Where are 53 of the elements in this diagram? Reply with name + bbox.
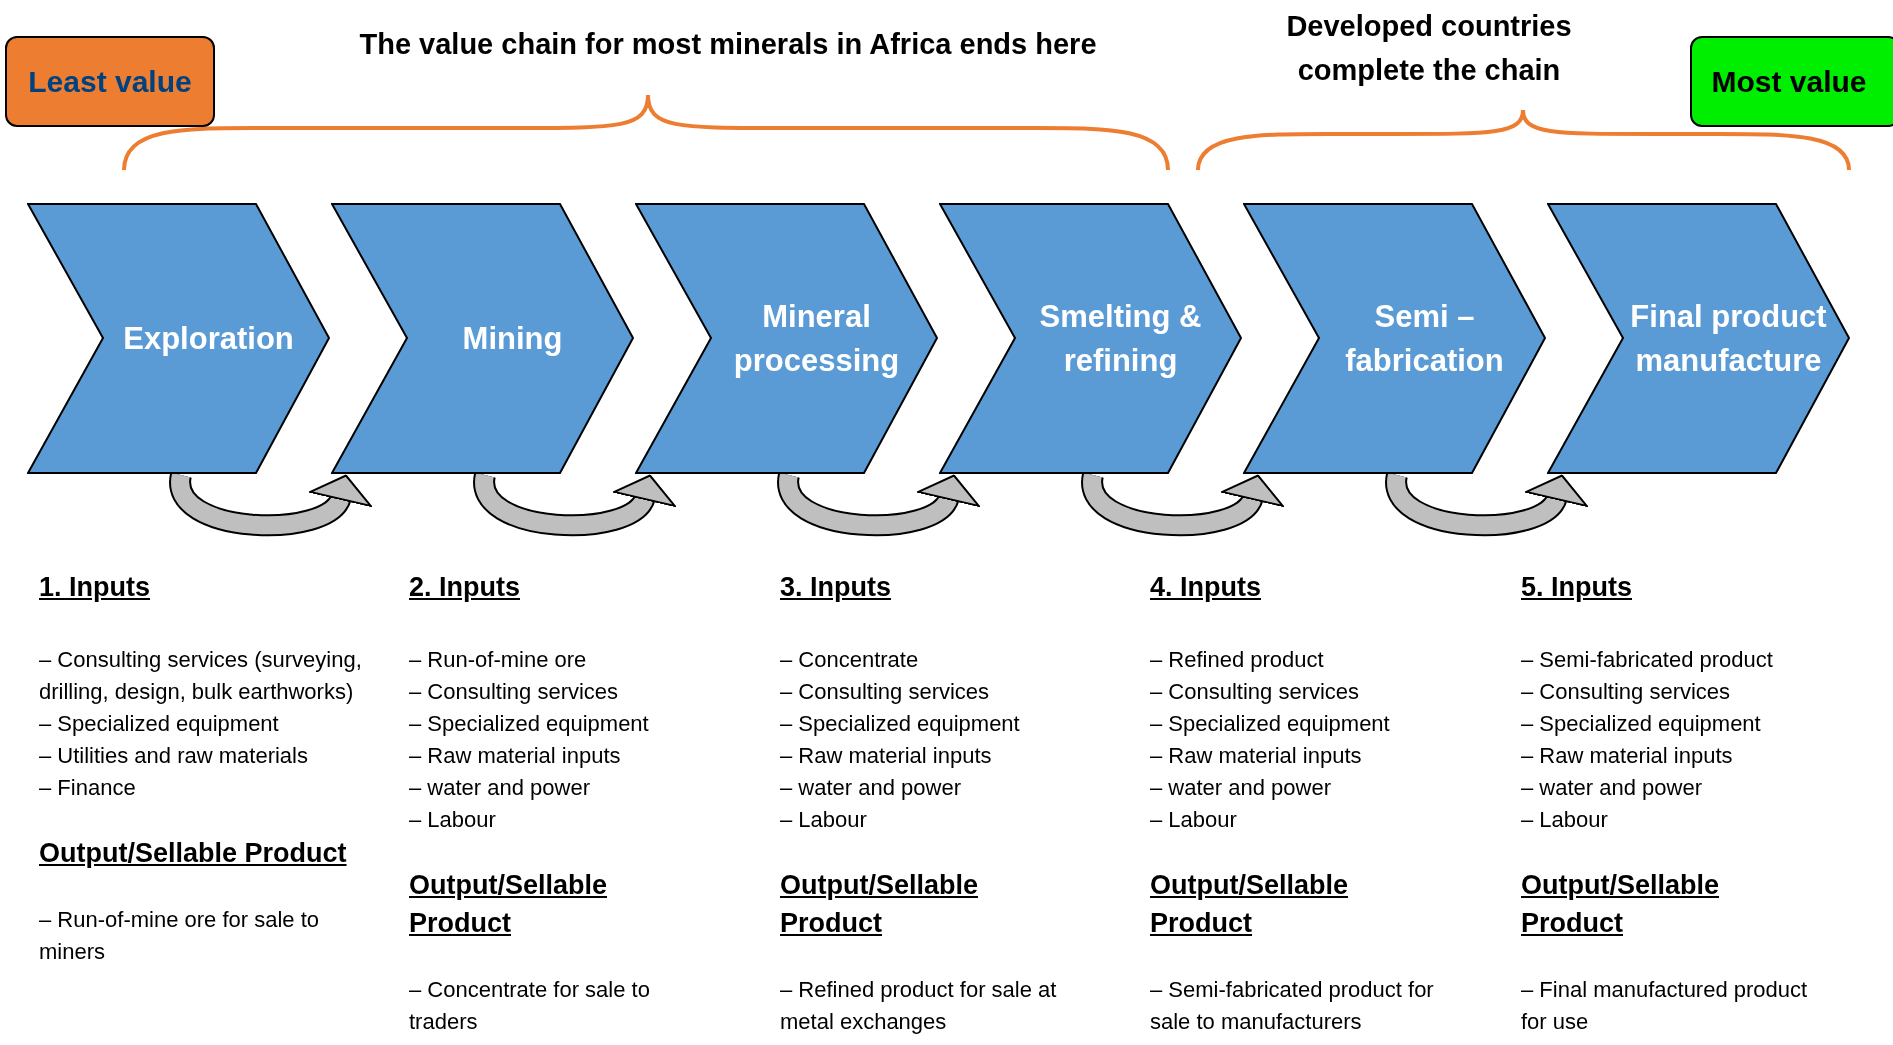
list-item: – water and power <box>409 774 590 802</box>
output-text: – Run-of-mine ore for sale to miners <box>39 906 321 966</box>
chevron-step: Semi – fabrication <box>1243 203 1546 474</box>
list-item: – Labour <box>409 806 496 834</box>
section-heading: 3. Inputs <box>780 571 891 604</box>
list-item: – Raw material inputs <box>780 742 992 770</box>
section-heading: Output/Sellable Product <box>39 837 347 870</box>
list-item: – Consulting services <box>409 678 619 706</box>
list-item: – Raw material inputs <box>1521 742 1733 770</box>
title: The value chain for most minerals in Africa ends here <box>358 27 1098 62</box>
section-heading: Output/Sellable Product <box>1150 869 1350 940</box>
chevron-step: Mining <box>331 203 634 474</box>
section-heading: Output/Sellable Product <box>780 869 980 940</box>
chevron-step: Mineral processing <box>635 203 938 474</box>
list-item: – Refined product <box>1150 646 1324 674</box>
list-item: – Finance <box>39 774 136 802</box>
list-item: – water and power <box>1521 774 1702 802</box>
list-item: – Semi-fabricated product <box>1521 646 1773 674</box>
list-item: – Consulting services <box>780 678 990 706</box>
list-item: – Utilities and raw materials <box>39 742 308 770</box>
section-heading: Output/Sellable Product <box>1521 869 1721 940</box>
chevron-step: Smelting & refining <box>939 203 1242 474</box>
list-item: – Concentrate <box>780 646 919 674</box>
value-box: Most value <box>1690 36 1893 127</box>
list-item: – Specialized equipment <box>1150 710 1390 738</box>
output-text: – Refined product for sale at metal exchanges <box>780 976 1058 1036</box>
list-item: – Specialized equipment <box>780 710 1020 738</box>
output-text: – Final manufactured product for use <box>1521 976 1809 1036</box>
list-item: – water and power <box>780 774 961 802</box>
title: Developed countries complete the chain <box>1285 9 1573 88</box>
chevron-step: Final product manufacture <box>1547 203 1850 474</box>
output-text: – Semi-fabricated product for sale to manufacturers <box>1150 976 1435 1036</box>
list-item: – Raw material inputs <box>409 742 621 770</box>
value-box: Least value <box>5 36 215 127</box>
list-item: – Raw material inputs <box>1150 742 1362 770</box>
list-item: – Specialized equipment <box>409 710 649 738</box>
list-item: – Specialized equipment <box>39 710 279 738</box>
section-heading: Output/Sellable Product <box>409 869 609 940</box>
list-item: – Labour <box>1521 806 1608 834</box>
list-item: – water and power <box>1150 774 1331 802</box>
list-item: – Labour <box>780 806 867 834</box>
section-heading: 1. Inputs <box>39 571 150 604</box>
list-item: – Specialized equipment <box>1521 710 1761 738</box>
list-item: – Consulting services <box>1150 678 1360 706</box>
list-item: – Labour <box>1150 806 1237 834</box>
list-item: – Consulting services <box>1521 678 1731 706</box>
list-item: – Consulting services (surveying, drilling, design, bulk earthworks) <box>39 646 363 706</box>
section-heading: 5. Inputs <box>1521 571 1632 604</box>
section-heading: 2. Inputs <box>409 571 520 604</box>
list-item: – Run-of-mine ore <box>409 646 587 674</box>
output-text: – Concentrate for sale to traders <box>409 976 651 1036</box>
section-heading: 4. Inputs <box>1150 571 1261 604</box>
chevron-step: Exploration <box>27 203 330 474</box>
